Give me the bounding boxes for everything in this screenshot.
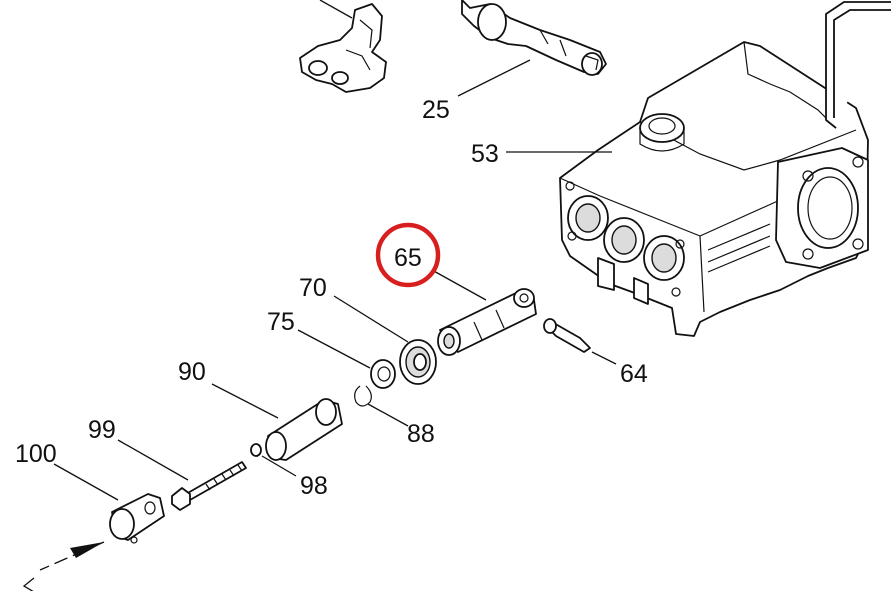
callout-100: 100	[15, 440, 57, 468]
callout-90: 90	[178, 358, 206, 386]
callout-25: 25	[422, 96, 450, 124]
bolt-part	[171, 461, 247, 511]
sleeve-part	[265, 398, 343, 461]
callout-88: 88	[407, 420, 435, 448]
callout-99: 99	[88, 416, 116, 444]
seal-ring-part	[399, 339, 437, 385]
highlight-circle	[375, 222, 441, 288]
callout-70: 70	[299, 274, 327, 302]
snap-ring-part	[354, 385, 372, 407]
pump-housing-part	[559, 41, 869, 337]
callout-98: 98	[300, 472, 328, 500]
callout-64: 64	[620, 360, 648, 388]
plunger-guide-part	[437, 288, 537, 356]
axis-arrow	[22, 541, 105, 591]
wrist-pin-part	[543, 318, 591, 353]
leader-lines	[53, 59, 617, 501]
cover-outline-part	[825, 1, 891, 129]
callout-65: 65	[394, 244, 422, 272]
small-washer-part	[250, 443, 262, 457]
callout-75: 75	[267, 308, 295, 336]
callout-53: 53	[471, 140, 499, 168]
crankshaft-part	[461, 0, 607, 76]
collar-nut-part	[109, 493, 165, 544]
washer-part	[370, 359, 396, 389]
connecting-rod-part	[299, 0, 387, 93]
